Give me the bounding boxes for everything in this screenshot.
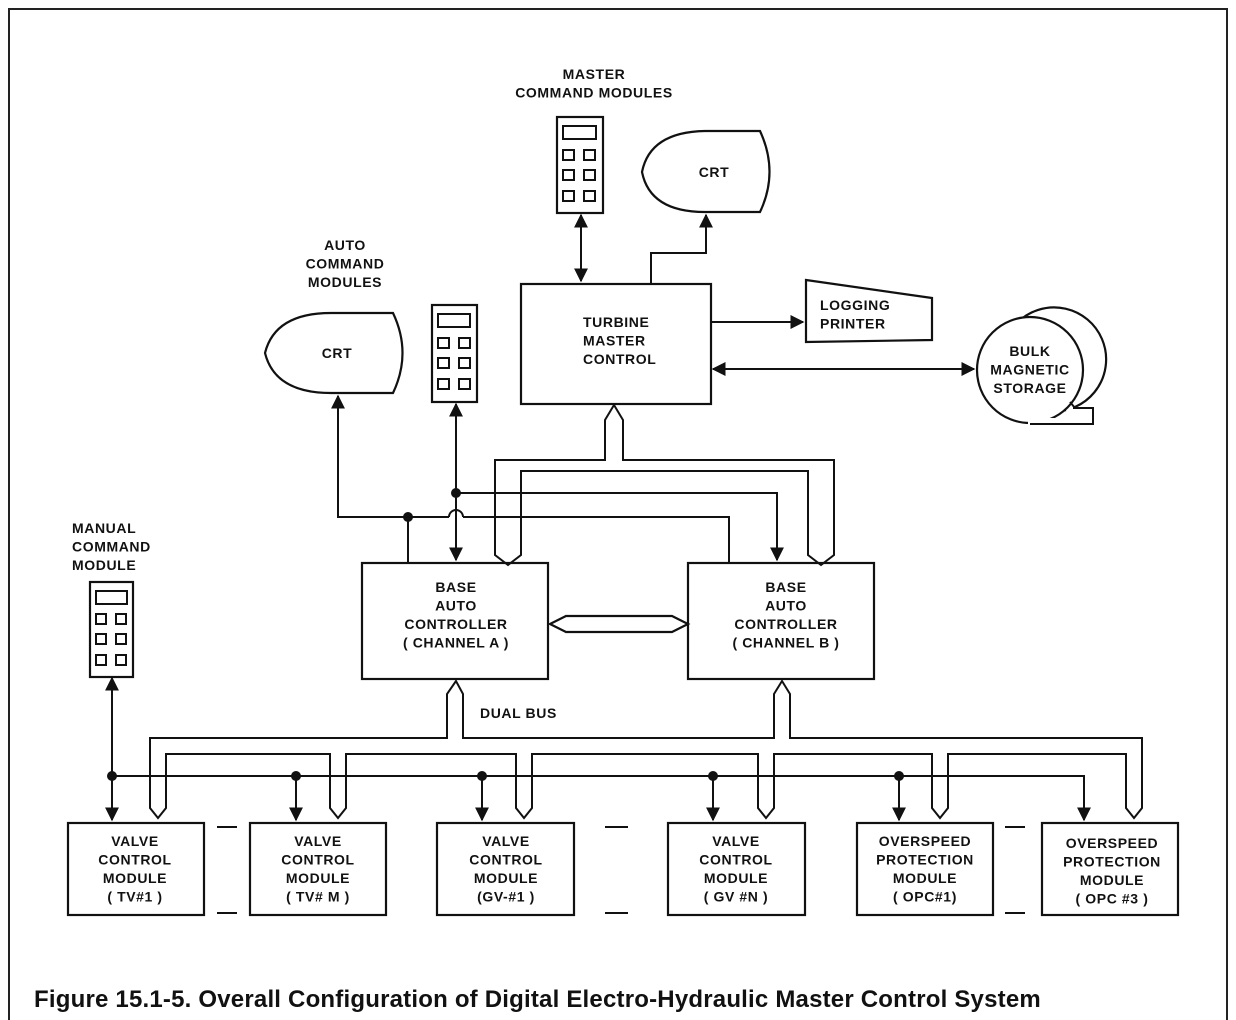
module-box-3 [435, 821, 576, 917]
auto-command-keypad [430, 303, 479, 404]
continuation-dashes [217, 826, 1025, 914]
figure-frame [8, 8, 1228, 1020]
figure-caption: Figure 15.1-5. Overall Configuration of … [34, 986, 1041, 1013]
module-box-2 [248, 821, 388, 917]
tmc-dual-bus [494, 404, 835, 567]
manual-command-keypad [88, 580, 135, 679]
module-box-5 [855, 821, 995, 917]
master-command-keypad [555, 115, 605, 215]
crt-top-label: CRT [699, 164, 730, 180]
crt-left-link [331, 394, 408, 518]
module-box-4 [666, 821, 807, 917]
tmc-crt-link [650, 213, 713, 284]
logging-printer [804, 278, 934, 344]
crt-display-left [263, 311, 404, 395]
module-box-1 [66, 821, 206, 917]
base-auto-controller-a [360, 561, 550, 681]
crt-display-top [640, 129, 771, 214]
crt-left-label: CRT [322, 345, 353, 361]
base-auto-controller-b [686, 561, 876, 681]
auto-keypad-to-b-link [456, 492, 784, 562]
turbine-master-control-box [519, 282, 713, 406]
lower-dual-bus [149, 679, 1143, 820]
module-box-6 [1040, 821, 1180, 917]
dual-bus-label: DUAL BUS [480, 705, 557, 721]
crt-left-to-b-link [463, 516, 730, 563]
manual-distribution-line [112, 775, 1091, 822]
controller-crosslink [547, 614, 691, 634]
